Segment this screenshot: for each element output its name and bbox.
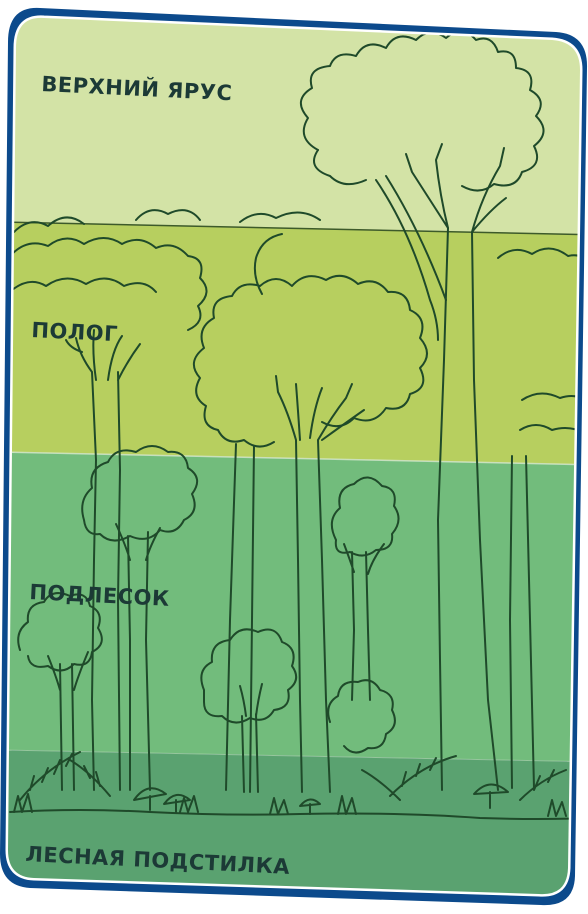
layer-label-canopy: ПОЛОГ: [31, 318, 119, 346]
band-understory: [0, 452, 588, 762]
